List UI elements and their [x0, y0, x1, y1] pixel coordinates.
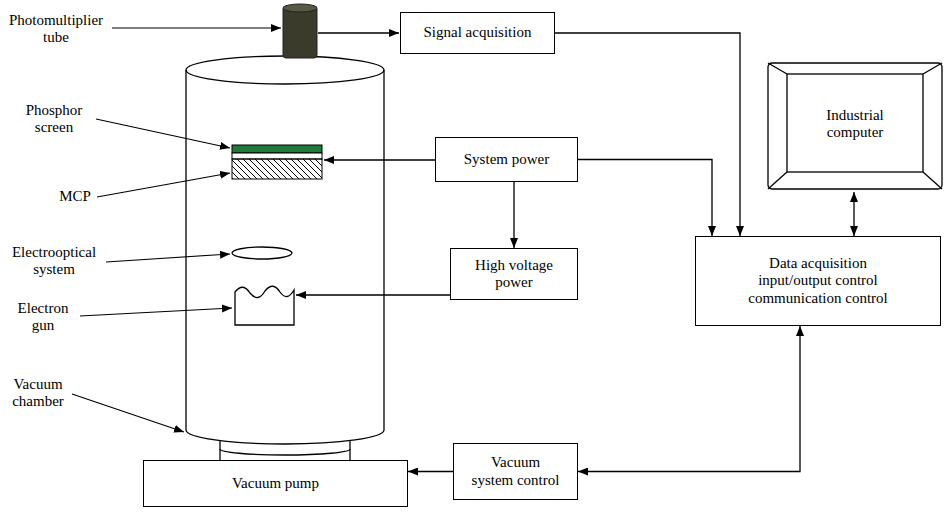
connector-arrow: [853, 192, 854, 236]
electrooptical-lens: [232, 247, 292, 259]
signal-wire: [318, 32, 399, 33]
connector-arrow: [408, 471, 453, 472]
leader-line: [97, 173, 230, 197]
monitor-bevel: [923, 172, 942, 189]
text-block: System power: [464, 151, 549, 168]
connector-arrow: [578, 160, 712, 237]
computer-monitor: Industrial computer: [767, 62, 943, 192]
leader-line: [112, 27, 281, 28]
leader-line: [72, 394, 184, 432]
text-block: Vacuum pump: [232, 475, 319, 492]
electron-gun: [235, 286, 294, 325]
text-block: Vacuum system control: [470, 454, 562, 489]
chamber-wall: [185, 70, 186, 430]
text-block: Signal acquisition: [424, 24, 532, 41]
screen-gap: [232, 153, 322, 159]
mcp-plate: [232, 159, 322, 179]
chamber-top: [186, 56, 384, 84]
box-text: Signal acquisition: [424, 24, 532, 41]
process-box: System power: [435, 137, 578, 182]
monitor-bevel: [923, 63, 942, 74]
text-block: Industrial computer: [810, 107, 900, 142]
power-wire: [296, 294, 450, 295]
part-label: Electron gun: [8, 300, 78, 335]
phosphor-screen: [232, 145, 322, 153]
leader-line: [80, 308, 232, 316]
monitor-frame: [768, 63, 942, 189]
photomultiplier-tube: [283, 6, 317, 58]
leader-line: [106, 254, 230, 262]
process-box: Signal acquisition: [400, 12, 555, 54]
process-box: Data acquisition input/output control co…: [695, 236, 941, 326]
box-text: Industrial computer: [810, 107, 900, 142]
leader-line: [96, 119, 230, 148]
pump-neck-ring: [220, 449, 350, 455]
process-box: High voltage power: [450, 248, 578, 300]
part-label: Electrooptical system: [4, 244, 104, 279]
text-block: High voltage power: [467, 257, 562, 292]
monitor-bevel: [768, 63, 787, 74]
box-text: Data acquisition input/output control co…: [736, 255, 901, 307]
connector-arrow: [513, 182, 514, 248]
process-box: Vacuum pump: [143, 460, 408, 507]
process-box: Vacuum system control: [453, 443, 578, 500]
part-label: Phosphor screen: [14, 102, 94, 137]
part-label: Vacuum chamber: [6, 376, 70, 411]
box-text: High voltage power: [467, 257, 562, 292]
pump-neck: [349, 441, 350, 460]
pump-neck: [219, 441, 220, 460]
chamber-bottom: [186, 430, 384, 444]
monitor-bevel: [768, 172, 787, 189]
connector-arrow: [578, 326, 800, 472]
chamber-wall: [383, 70, 384, 430]
part-label: MCP: [55, 188, 95, 205]
power-wire: [324, 159, 435, 160]
text-block: Data acquisition input/output control co…: [736, 255, 901, 307]
photomultiplier-top: [283, 4, 317, 12]
box-text: Vacuum system control: [470, 454, 562, 489]
box-text: Vacuum pump: [232, 475, 319, 492]
monitor-screen: [787, 74, 923, 172]
connector-arrow: [555, 33, 740, 236]
box-text: System power: [464, 151, 549, 168]
part-label: Photomultiplier tube: [2, 12, 110, 47]
